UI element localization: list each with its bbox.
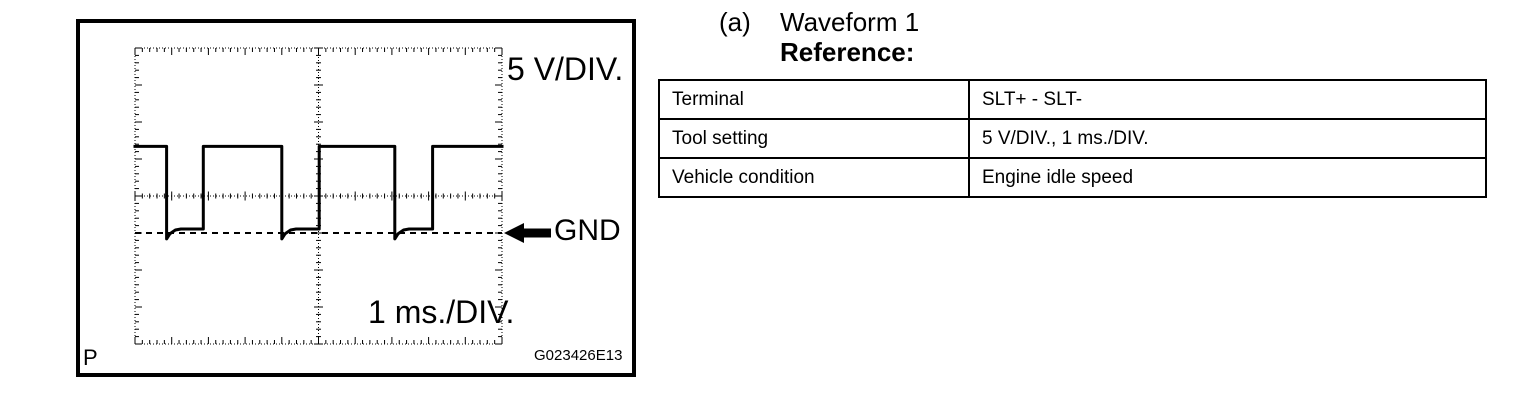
- reference-table: Terminal SLT+ - SLT- Tool setting 5 V/DI…: [658, 79, 1487, 198]
- table-row: Tool setting 5 V/DIV., 1 ms./DIV.: [658, 118, 1487, 159]
- row-value-cell: 5 V/DIV., 1 ms./DIV.: [968, 118, 1487, 159]
- row-label-cell: Tool setting: [658, 118, 970, 159]
- row-value: 5 V/DIV., 1 ms./DIV.: [982, 127, 1149, 149]
- row-label-cell: Terminal: [658, 79, 970, 120]
- reference-heading: Reference:: [780, 37, 915, 67]
- gnd-label: GND: [554, 214, 621, 247]
- row-label: Vehicle condition: [672, 166, 815, 188]
- corner-mark-p: P: [83, 345, 98, 370]
- row-label: Terminal: [672, 88, 744, 110]
- table-row: Vehicle condition Engine idle speed: [658, 157, 1487, 198]
- list-item-marker: (a): [719, 7, 751, 37]
- row-value: SLT+ - SLT-: [982, 88, 1083, 110]
- row-label: Tool setting: [672, 127, 769, 149]
- waveform-figure-panel: 5 V/DIV. 1 ms./DIV. GND G023426E13 P: [76, 19, 636, 377]
- oscilloscope-plot: [133, 47, 551, 345]
- table-row: Terminal SLT+ - SLT-: [658, 79, 1487, 120]
- time-per-div-label: 1 ms./DIV.: [368, 294, 515, 330]
- volts-per-div-label: 5 V/DIV.: [507, 51, 624, 87]
- row-value-cell: SLT+ - SLT-: [968, 79, 1487, 120]
- section-title: Waveform 1: [780, 7, 920, 37]
- gnd-arrow-icon: [504, 223, 551, 243]
- row-value: Engine idle speed: [982, 166, 1134, 188]
- row-label-cell: Vehicle condition: [658, 157, 970, 198]
- figure-code: G023426E13: [534, 347, 623, 364]
- row-value-cell: Engine idle speed: [968, 157, 1487, 198]
